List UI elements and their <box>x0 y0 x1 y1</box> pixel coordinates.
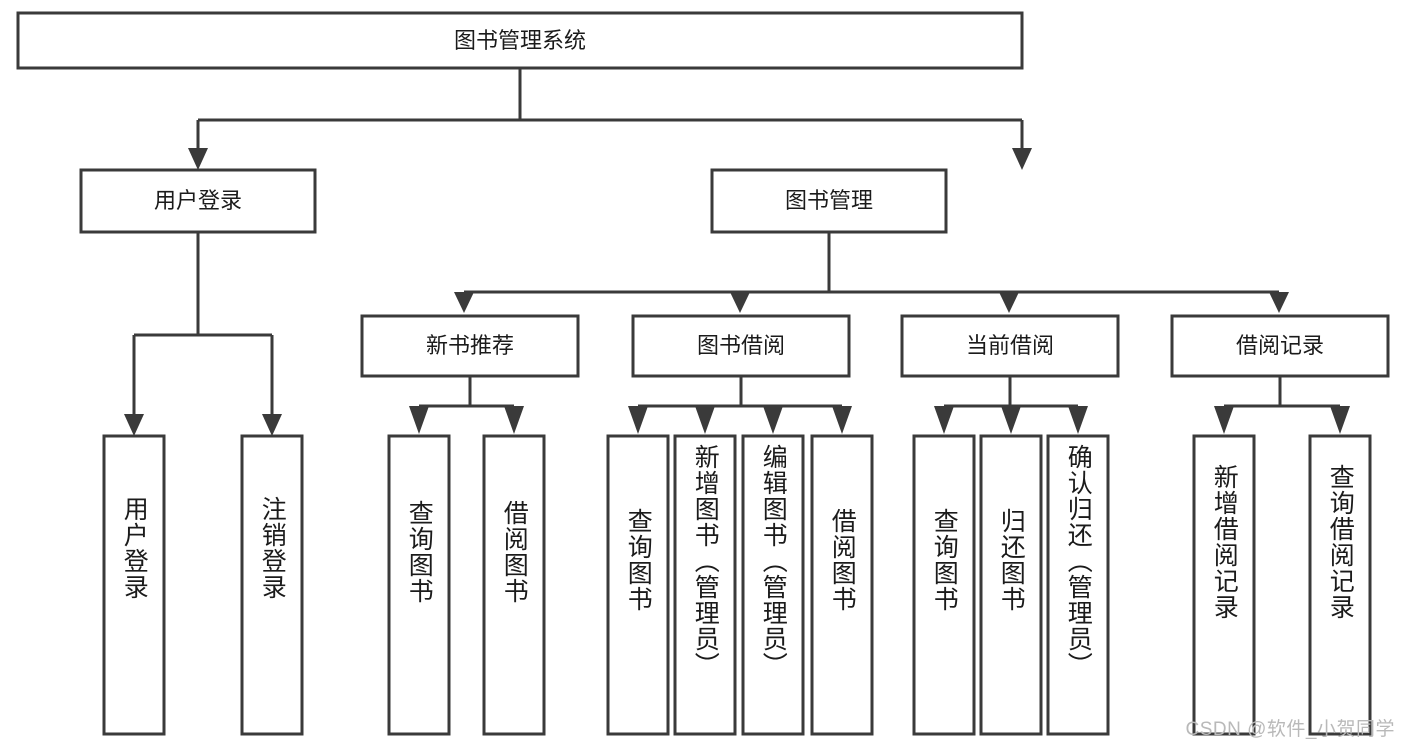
node-current-borrow[interactable]: 当前借阅 <box>900 314 1120 378</box>
node-new-book-recommend-box[interactable] <box>360 314 580 378</box>
leaf-box-add-record[interactable] <box>1192 434 1256 736</box>
node-root-label: 图书管理系统 <box>454 28 586 53</box>
connector-book-borrow-to-leaves <box>628 376 852 434</box>
connector-new-book-to-leaves <box>409 376 524 434</box>
arrow-to-book-management <box>1012 148 1032 170</box>
node-book-borrow[interactable]: 图书借阅 <box>631 314 851 378</box>
node-book-management-label: 图书管理 <box>785 188 873 213</box>
leaf-box-query-book-bb[interactable] <box>606 434 670 736</box>
leaf-box-edit-book-admin[interactable] <box>741 434 805 736</box>
node-new-book-recommend[interactable]: 新书推荐 <box>360 314 580 378</box>
node-borrow-record[interactable]: 借阅记录 <box>1170 314 1390 378</box>
connector-current-borrow-to-leaves <box>934 376 1088 434</box>
leaf-box-query-record[interactable] <box>1308 434 1372 736</box>
leaf-box-user-login[interactable] <box>102 434 166 736</box>
watermark: CSDN @软件_小贺同学 <box>1185 719 1395 740</box>
leaf-box-confirm-return-admin[interactable] <box>1046 434 1110 736</box>
node-user-login[interactable]: 用户登录 <box>79 168 317 234</box>
connector-root-to-level2 <box>188 68 1032 170</box>
node-new-book-recommend-label: 新书推荐 <box>426 333 514 358</box>
connector-user-login-to-leaves <box>124 232 282 436</box>
leaf-box-logout[interactable] <box>240 434 304 736</box>
node-current-borrow-label: 当前借阅 <box>966 333 1054 358</box>
node-root[interactable]: 图书管理系统 <box>16 11 1024 70</box>
leaf-box-borrow-book-nb[interactable] <box>482 434 546 736</box>
node-book-management[interactable]: 图书管理 <box>710 168 948 234</box>
connector-book-management-to-level3 <box>454 232 1289 313</box>
connector-borrow-record-to-leaves <box>1214 376 1350 434</box>
arrow-to-user-login <box>188 148 208 170</box>
node-user-login-label: 用户登录 <box>154 188 242 213</box>
leaf-box-query-book-cb[interactable] <box>912 434 976 736</box>
node-current-borrow-box[interactable] <box>900 314 1120 378</box>
node-borrow-record-label: 借阅记录 <box>1236 333 1324 358</box>
leaf-box-return-book[interactable] <box>979 434 1043 736</box>
node-root-box[interactable] <box>16 11 1024 70</box>
node-book-borrow-label: 图书借阅 <box>697 333 785 358</box>
leaf-box-add-book-admin[interactable] <box>673 434 737 736</box>
node-user-login-box[interactable] <box>79 168 317 234</box>
leaf-box-query-book-nb[interactable] <box>387 434 451 736</box>
leaf-box-borrow-book-bb[interactable] <box>810 434 874 736</box>
